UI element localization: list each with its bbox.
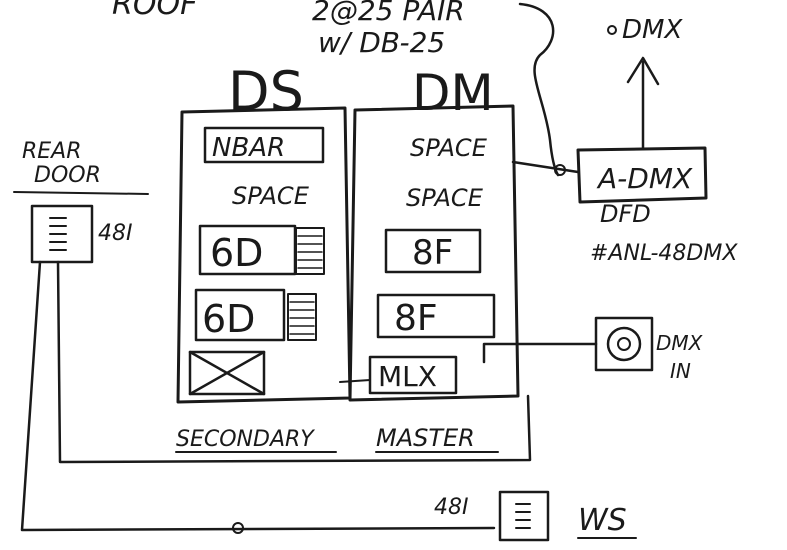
dm-item-mlx: MLX bbox=[378, 360, 437, 393]
label-ds: DS bbox=[228, 60, 304, 123]
label-master: MASTER bbox=[376, 424, 475, 452]
dm-item-space-2: SPACE bbox=[406, 184, 484, 212]
dmx-in-connector bbox=[594, 316, 654, 372]
label-adapter-vendor: DFD bbox=[600, 200, 651, 228]
label-ws: WS bbox=[578, 503, 627, 538]
dm-8f-box-2 bbox=[376, 293, 496, 339]
label-rear: REAR bbox=[22, 139, 82, 164]
label-dmx-in2: IN bbox=[670, 359, 691, 383]
ds-6d-lines-1 bbox=[297, 235, 323, 269]
dm-mlx-box bbox=[368, 355, 458, 395]
ds-blank-panel bbox=[188, 350, 266, 396]
label-dmx-in: DMX bbox=[656, 331, 704, 355]
label-dmx-out: DMX bbox=[622, 15, 683, 45]
label-dm: DM bbox=[412, 64, 494, 122]
ds-6d-module-2 bbox=[287, 293, 317, 341]
label-secondary: SECONDARY bbox=[176, 427, 315, 452]
ds-6d-module-1 bbox=[295, 227, 325, 275]
ds-item-space: SPACE bbox=[232, 182, 310, 210]
ds-item-6d-2: 6D bbox=[202, 297, 255, 341]
dm-rack bbox=[348, 104, 520, 402]
label-rear-panel: 48I bbox=[98, 221, 132, 246]
dmx-out-dot bbox=[607, 25, 617, 35]
wire-rear-to-ws bbox=[20, 260, 496, 532]
wire-rear-to-master bbox=[56, 260, 532, 464]
adapter-box bbox=[576, 146, 708, 204]
ds-6d-box-2 bbox=[194, 288, 286, 342]
label-adapter-part: #ANL-48DMX bbox=[590, 241, 738, 266]
rear-panel-box bbox=[30, 204, 94, 264]
label-ws-panel: 48I bbox=[434, 495, 468, 520]
label-cable-sub: w/ DB-25 bbox=[318, 26, 445, 59]
ds-item-6d-1: 6D bbox=[210, 231, 263, 275]
cable-brace bbox=[518, 2, 560, 177]
dmx-out-arrow bbox=[626, 56, 660, 86]
label-cable: 2@25 PAIR bbox=[312, 0, 465, 27]
ds-item-nbar: NBAR bbox=[212, 133, 285, 163]
dm-item-8f-1: 8F bbox=[412, 233, 453, 273]
dm-item-8f-2: 8F bbox=[394, 298, 438, 339]
dm-8f-box-1 bbox=[384, 228, 482, 274]
label-rear-door: DOOR bbox=[34, 163, 101, 188]
dm-item-space-1: SPACE bbox=[410, 134, 488, 162]
ds-6d-lines-2 bbox=[289, 301, 315, 335]
label-adapter: A-DMX bbox=[596, 162, 693, 195]
ws-panel-box bbox=[498, 490, 550, 542]
wire-mlx-to-dmx-in bbox=[482, 342, 598, 364]
ds-nbar-box bbox=[203, 126, 325, 164]
label-top-left: ROOF bbox=[112, 0, 198, 22]
